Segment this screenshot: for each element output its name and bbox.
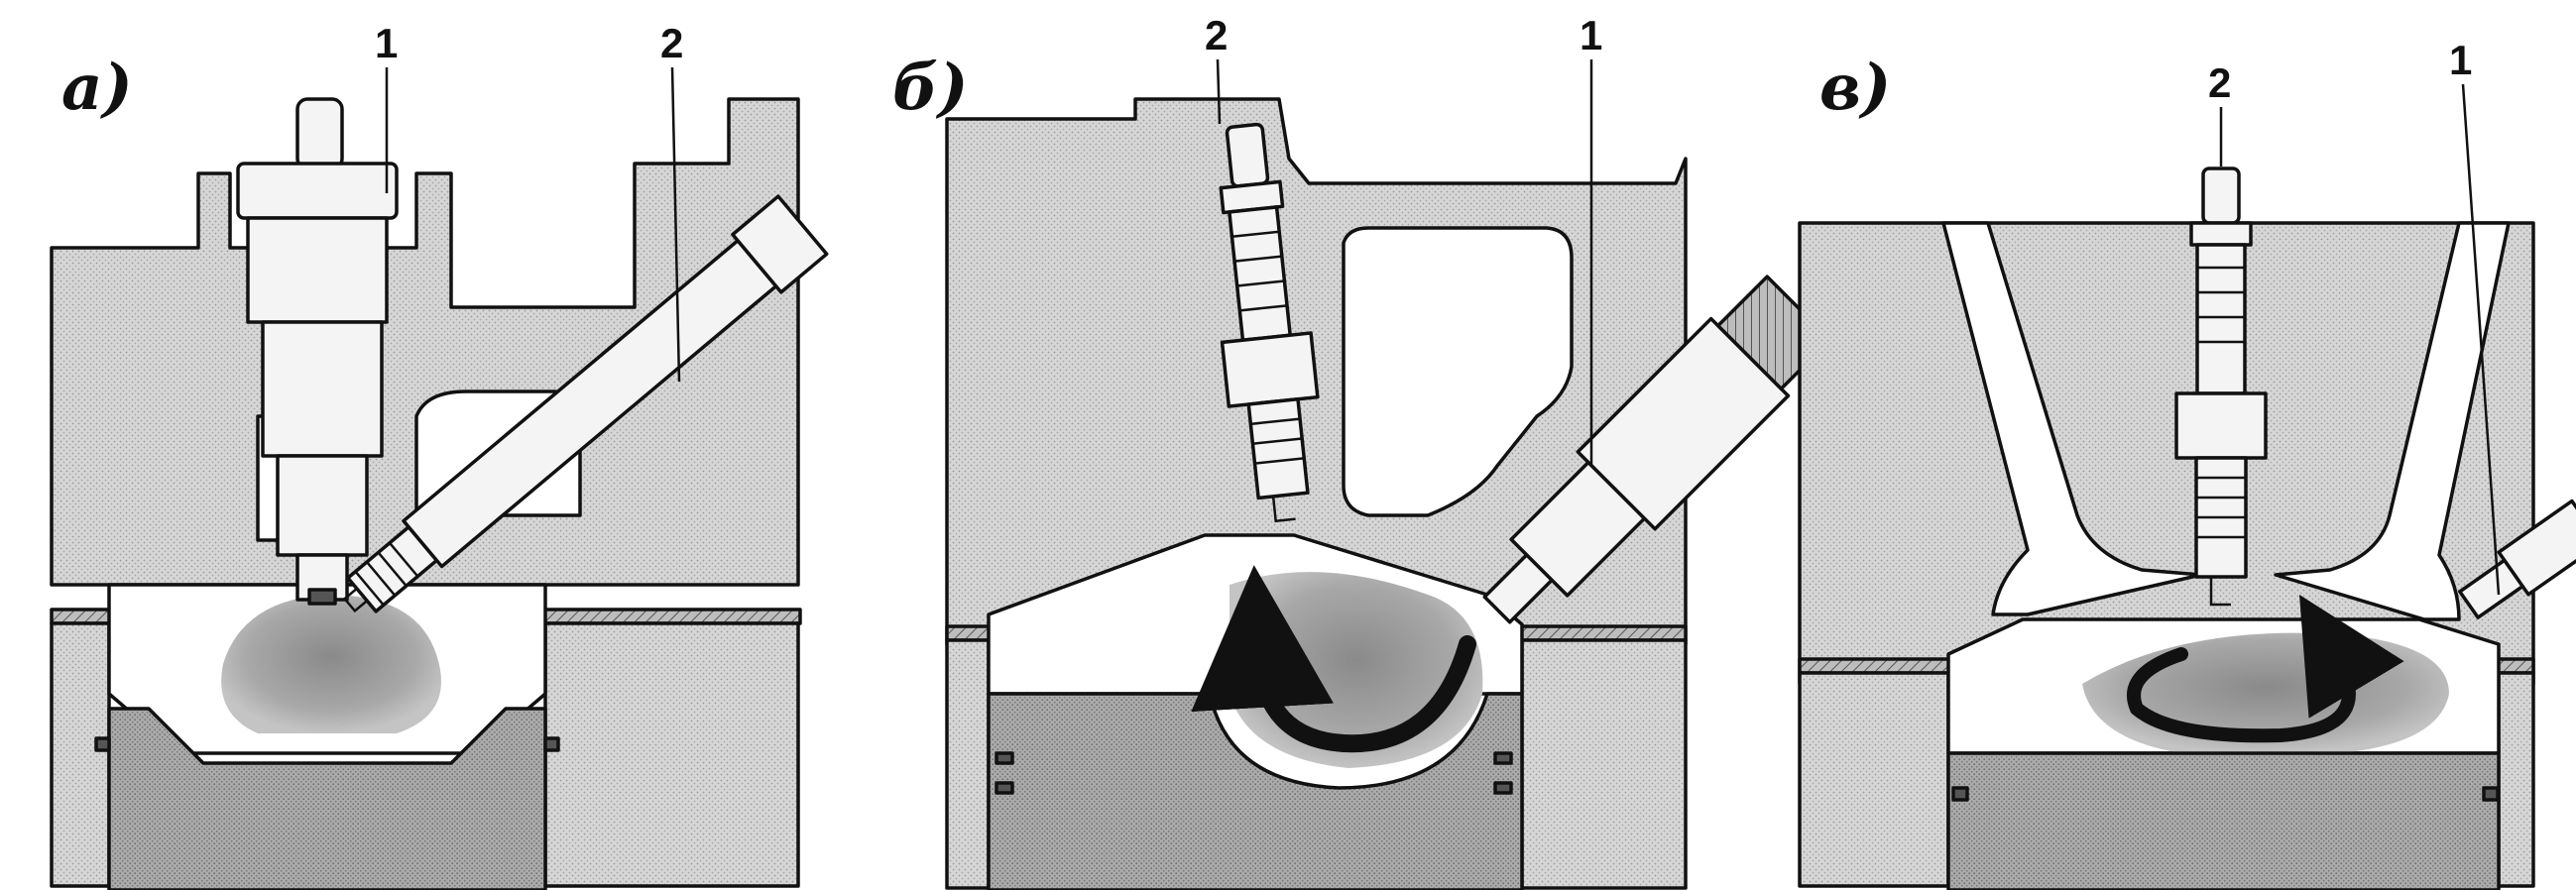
- panel-a-callout-spark-plug: 2: [660, 20, 683, 66]
- panel-b-callout-spark-plug: 2: [1205, 12, 1228, 58]
- panel-c-letter: в): [1819, 51, 1891, 125]
- panel-c-cylinder-wall-left: [1798, 671, 1950, 888]
- panel-a-cylinder-wall-left: [50, 621, 111, 888]
- panel-a-spray-cloud: [221, 595, 441, 733]
- panel-a-letter: а): [61, 51, 133, 125]
- panel-c-spark-plug: [2174, 167, 2268, 607]
- panel-b-callout-injector: 1: [1580, 12, 1602, 58]
- panel-c-ring-left: [1951, 786, 1969, 802]
- panel-b-ring-right: [1493, 751, 1513, 765]
- panel-b-ring-right-2: [1493, 781, 1513, 795]
- panel-a-piston: [107, 707, 547, 890]
- panel-c-callout-injector: 1: [2449, 37, 2472, 83]
- panel-b-letter: б): [892, 51, 969, 125]
- panel-b-cylinder-wall-left: [945, 638, 991, 890]
- panel-b-ring-left: [995, 751, 1014, 765]
- panel-a-leader-spark-plug: [670, 66, 681, 383]
- panel-a-spark-plug: [342, 194, 829, 613]
- panel-c: в): [1798, 37, 2576, 890]
- panel-b-ring-left-2: [995, 781, 1014, 795]
- panel-b-cylinder-wall-right: [1520, 638, 1688, 890]
- panel-b-piston: [987, 692, 1524, 890]
- panel-c-ring-right: [2482, 786, 2500, 802]
- panel-c-intake-valve: [1941, 221, 2203, 616]
- panel-a-ring-right: [543, 736, 560, 752]
- tumble-arrow-icon: [1191, 565, 1476, 753]
- panel-a: а): [50, 20, 829, 890]
- panel-a-cylinder-wall-right: [543, 621, 800, 888]
- panel-c-callout-spark-plug: 2: [2208, 59, 2231, 106]
- panel-c-piston: [1946, 751, 2501, 890]
- panel-c-leader-injector: [2461, 83, 2501, 596]
- panel-a-ring-left: [94, 736, 111, 752]
- panel-c-cylinder-wall-right: [2497, 671, 2535, 888]
- panel-b-leader-spark-plug: [1216, 58, 1222, 125]
- panel-a-callout-injector: 1: [375, 20, 398, 66]
- panel-b: б): [892, 12, 1832, 890]
- swirl-arrow-icon: [2127, 594, 2404, 743]
- panel-b-coolant-cavity: [1342, 226, 1574, 517]
- panel-b-spark-plug: [1219, 122, 1320, 523]
